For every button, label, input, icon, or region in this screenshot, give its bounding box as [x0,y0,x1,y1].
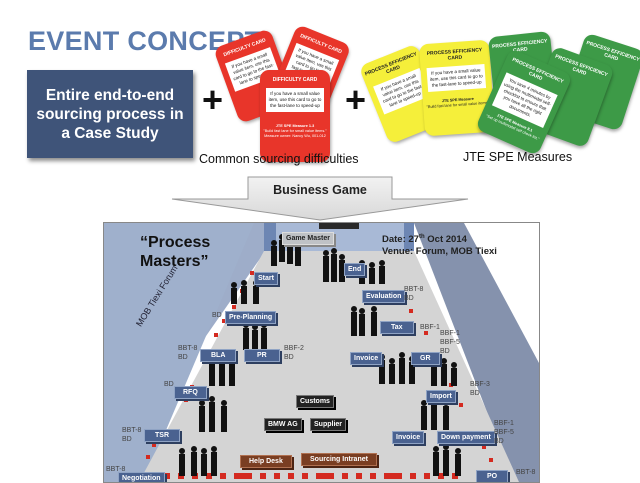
date-sup: th [418,234,425,240]
card-footer-measure: JTE SPE Measure 1.3 [275,124,315,128]
tag-tax: BBF-1 [420,324,440,331]
difficulty-caption: Common sourcing difficulties [199,152,359,166]
station-rfq: RFQ [174,386,207,399]
tag-rfq: BD [164,381,174,388]
tag-import: BBF-3 BD [470,381,490,397]
tag-evaluation: BBT-8 BD [404,286,424,302]
station-negotiation: Negotiation [118,472,165,482]
tag-gr: BBF-1 BBF-5 BD [440,330,460,355]
people-silhouettes [179,232,461,476]
case-study-line-2: sourcing process in [36,105,184,123]
down-arrow-icon [171,176,469,221]
station-po: PO [476,470,509,482]
person-group [199,396,227,432]
plus-icon: + [202,79,224,120]
station-evaluation: Evaluation [362,290,406,303]
event-date: Date: 27th Oct 2014 [382,231,497,246]
business-game-label: Business Game [273,183,367,197]
station-invoice-top: Invoice [350,352,383,365]
station-pre-planning: Pre-Planning [225,311,277,324]
person-group [379,352,415,384]
heading-line-2: Masters” [140,253,209,270]
event-venue: Venue: Forum, MOB Tiexi [382,246,497,258]
case-study-line-1: Entire end-to-end [45,86,175,104]
station-import: Import [426,390,456,403]
difficulty-cards-stack: DIFFICULTY CARD If you have a small valu… [213,23,352,162]
card-body: If you have a small value item, use this… [266,88,324,112]
station-help-desk: Help Desk [240,455,292,468]
person-group [323,248,345,282]
card-body: If you have a small value item, use this… [426,64,487,93]
case-study-box: Entire end-to-end sourcing process in a … [27,70,193,158]
tag-bla: BBT-8 BD [178,345,198,361]
tag-pre-planning: BD [212,312,222,319]
event-info: Date: 27th Oct 2014 Venue: Forum, MOB Ti… [382,231,497,258]
difficulty-card-front: DIFFICULTY CARD If you have a small valu… [260,70,330,162]
plus-icon: + [345,79,367,120]
process-masters-title: “Process Masters” [140,233,210,271]
station-bmw-ag: BMW AG [264,418,302,431]
date-suffix: Oct 2014 [424,234,467,246]
tag-negotiation: BBT-8 [106,466,126,473]
heading-line-1: “Process [140,234,211,251]
station-customs: Customs [296,395,334,408]
game-floor-illustration: “Process Masters” Date: 27th Oct 2014 Ve… [103,222,540,483]
card-footer-owner: Measure owner: Nancy Wu, 001-012 [264,134,326,138]
station-invoice-bottom: Invoice [392,431,425,444]
date-prefix: Date: 27 [382,234,419,246]
station-game-master: Game Master [282,232,334,245]
person-group [243,322,267,350]
tag-po: BBT-8 [516,469,536,476]
tag-tsr: BBT-8 BD [122,427,142,443]
station-bla: BLA [200,349,237,362]
card-footer-desc: "Build fast lane for small value items." [263,129,327,133]
tag-pr: BBF-2 BD [284,345,304,361]
person-group [179,446,217,476]
station-end: End [344,263,366,276]
station-tsr: TSR [144,429,180,442]
efficiency-cards-stack: PROCESS EFFICIENCY CARD If you have a sm… [358,30,640,157]
station-supplier: Supplier [310,418,347,431]
station-start: Start [254,272,278,285]
card-title: DIFFICULTY CARD [272,77,318,83]
station-sourcing-intranet: Sourcing Intranet [301,453,377,466]
station-gr: GR [411,352,440,365]
card-title: PROCESS EFFICIENCY CARD [426,47,483,62]
efficiency-caption: JTE SPE Measures [463,150,573,164]
person-group [351,306,377,336]
person-group [433,444,461,476]
station-down-payment: Down payment [437,431,495,444]
tag-down-payment: BBF-1 BBF-5 BD [494,420,514,445]
business-game-arrow: Business Game [170,176,470,221]
station-tax: Tax [380,321,414,334]
floor-background [104,223,539,482]
case-study-line-3: a Case Study [61,124,159,142]
station-pr: PR [244,349,280,362]
